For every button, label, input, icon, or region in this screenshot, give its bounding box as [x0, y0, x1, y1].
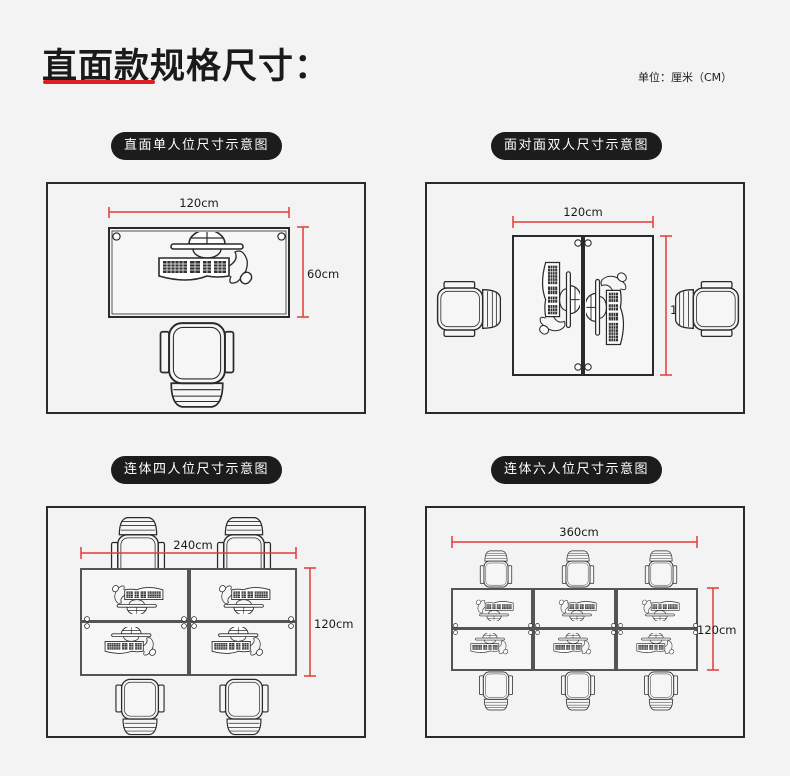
- width-label: 120cm: [179, 196, 218, 210]
- diagram-single: 120cm 60cm: [108, 196, 339, 408]
- depth-dimension-line: [297, 226, 309, 318]
- section-label-six: 连体六人位尺寸示意图: [491, 456, 663, 484]
- width-dimension-line: [108, 207, 290, 218]
- depth-label: 60cm: [307, 267, 339, 281]
- diagram-six: 360cm 120cm: [451, 525, 736, 711]
- diagram-four: 240cm 120cm: [80, 516, 353, 736]
- depth-label: 120cm: [697, 623, 736, 637]
- title-underline: [43, 80, 155, 84]
- section-label-double: 面对面双人尺寸示意图: [491, 132, 663, 160]
- unit-label: 单位：厘米（CM）: [638, 71, 733, 84]
- width-label: 120cm: [563, 205, 602, 219]
- diagram-double: 120cm 120cm: [436, 205, 740, 376]
- width-label: 360cm: [559, 525, 598, 539]
- width-label: 240cm: [173, 538, 212, 552]
- chair-icon: [159, 322, 235, 408]
- section-label-single: 直面单人位尺寸示意图: [111, 132, 283, 160]
- desk-pair: [512, 235, 654, 376]
- depth-label: 120cm: [314, 617, 353, 631]
- section-label-four: 连体四人位尺寸示意图: [111, 456, 283, 484]
